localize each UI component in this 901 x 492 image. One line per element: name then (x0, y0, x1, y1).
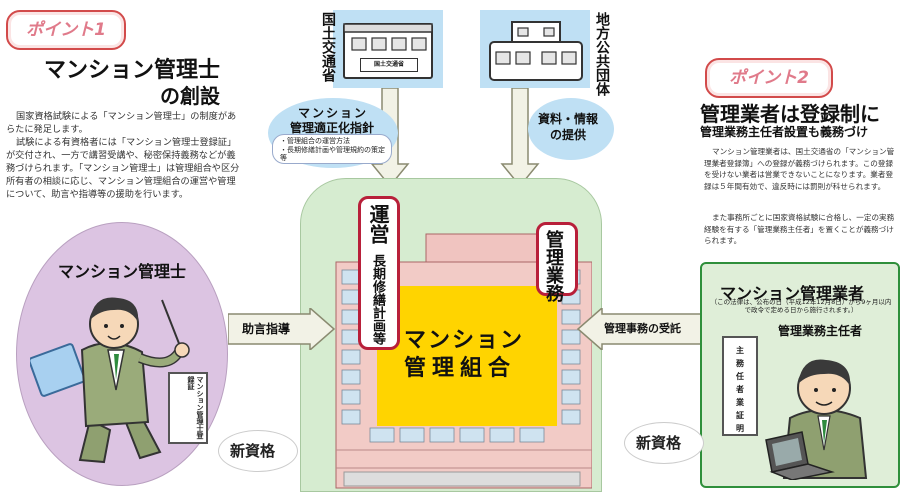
outsourcing-arrow (576, 308, 704, 350)
company-new-qual-bubble (624, 422, 704, 464)
chief-certificate-line: 者 (736, 385, 744, 394)
consultant-title: マンション管理士 (58, 262, 187, 281)
guideline-title-line2: 管理適正化指針 (290, 121, 375, 135)
local-gov-building-icon (489, 21, 583, 81)
point2-title: 管理業者は登録制に (700, 102, 880, 126)
point2-tag: ポイント2 (705, 58, 833, 98)
point1-title-line1: マンション管理士 (44, 58, 221, 83)
chief-figure (765, 359, 868, 480)
company-chief: 管理業務主任者 (778, 324, 863, 338)
company-note: （この法律は、公布の日（平成12年12月8日）から9ヶ月以内で政令で定める日から… (710, 298, 892, 314)
operation-title: 運営 (366, 204, 390, 244)
advice-label: 助言指導 (242, 322, 291, 336)
chief-certificate-line: 明 (736, 424, 744, 433)
chief-certificate: 主 務 任 者 業 証 明 (722, 336, 758, 436)
association-label-line1: マンション (404, 328, 525, 353)
point1-title-line2: の創設 (160, 84, 220, 108)
association-label-line2: 管理組合 (404, 356, 517, 381)
consultant-new-qual-bubble (218, 430, 298, 472)
info-provision-line1: 資料・情報 (538, 112, 599, 126)
ministry-building-sign: 国土交通省 (360, 58, 418, 72)
point2-paragraph1: マンション管理業者は、国土交通省の「マンション管理業者登録簿」への登録が義務づけ… (704, 147, 895, 191)
association-label-box (377, 286, 557, 426)
guideline-item2: ・長期修繕計画や管理規約の策定 等 (280, 146, 392, 162)
guideline-items-box (272, 134, 392, 164)
consultant-figure (30, 297, 190, 464)
chief-certificate-line: 証 (736, 411, 744, 420)
management-box (536, 222, 578, 296)
chief-certificate-line: 主 (736, 346, 744, 355)
point2-paragraph2: また事務所ごとに国家資格試験に合格し、一定の実務経験を有する「管理業務主任者」を… (704, 213, 895, 245)
consultant-new-qual: 新資格 (230, 442, 276, 460)
info-provision-line2: の提供 (550, 128, 587, 142)
point2-subtitle: 管理業務主任者設置も義務づけ (700, 125, 869, 139)
company-title: マンション管理業者 (720, 284, 865, 303)
management-title: 管理業務 (543, 230, 564, 302)
point1-paragraph2: 試験による有資格者には「マンション管理士登録証」が交付され、一方で講習受講や、秘… (6, 137, 240, 200)
chief-certificate-line: 務 (736, 359, 744, 368)
chief-certificate-line: 任 (736, 372, 744, 381)
ministry-label: 国土交通省 (320, 12, 336, 82)
operation-box (358, 196, 400, 350)
consultant-certificate: マンション管理士登録証 (168, 372, 208, 444)
outsourcing-label: 管理事務の受託 (604, 322, 681, 335)
local-gov-label: 地方公共団体 (594, 12, 610, 96)
local-gov-arrow (500, 88, 540, 188)
operation-detail: 長期修繕計画等 (370, 254, 385, 345)
point1-paragraph1: 国家資格試験による「マンション管理士」の制度があらたに発足します。 (6, 111, 237, 135)
company-new-qual: 新資格 (636, 434, 682, 452)
point1-tag: ポイント1 (6, 10, 126, 50)
advice-arrow (228, 308, 336, 350)
guideline-title-line1: マンション (298, 106, 369, 120)
info-provision-oval (528, 98, 614, 160)
chief-certificate-line: 業 (736, 398, 744, 407)
guideline-item1: ・管理組合の運営方法 (280, 137, 350, 145)
